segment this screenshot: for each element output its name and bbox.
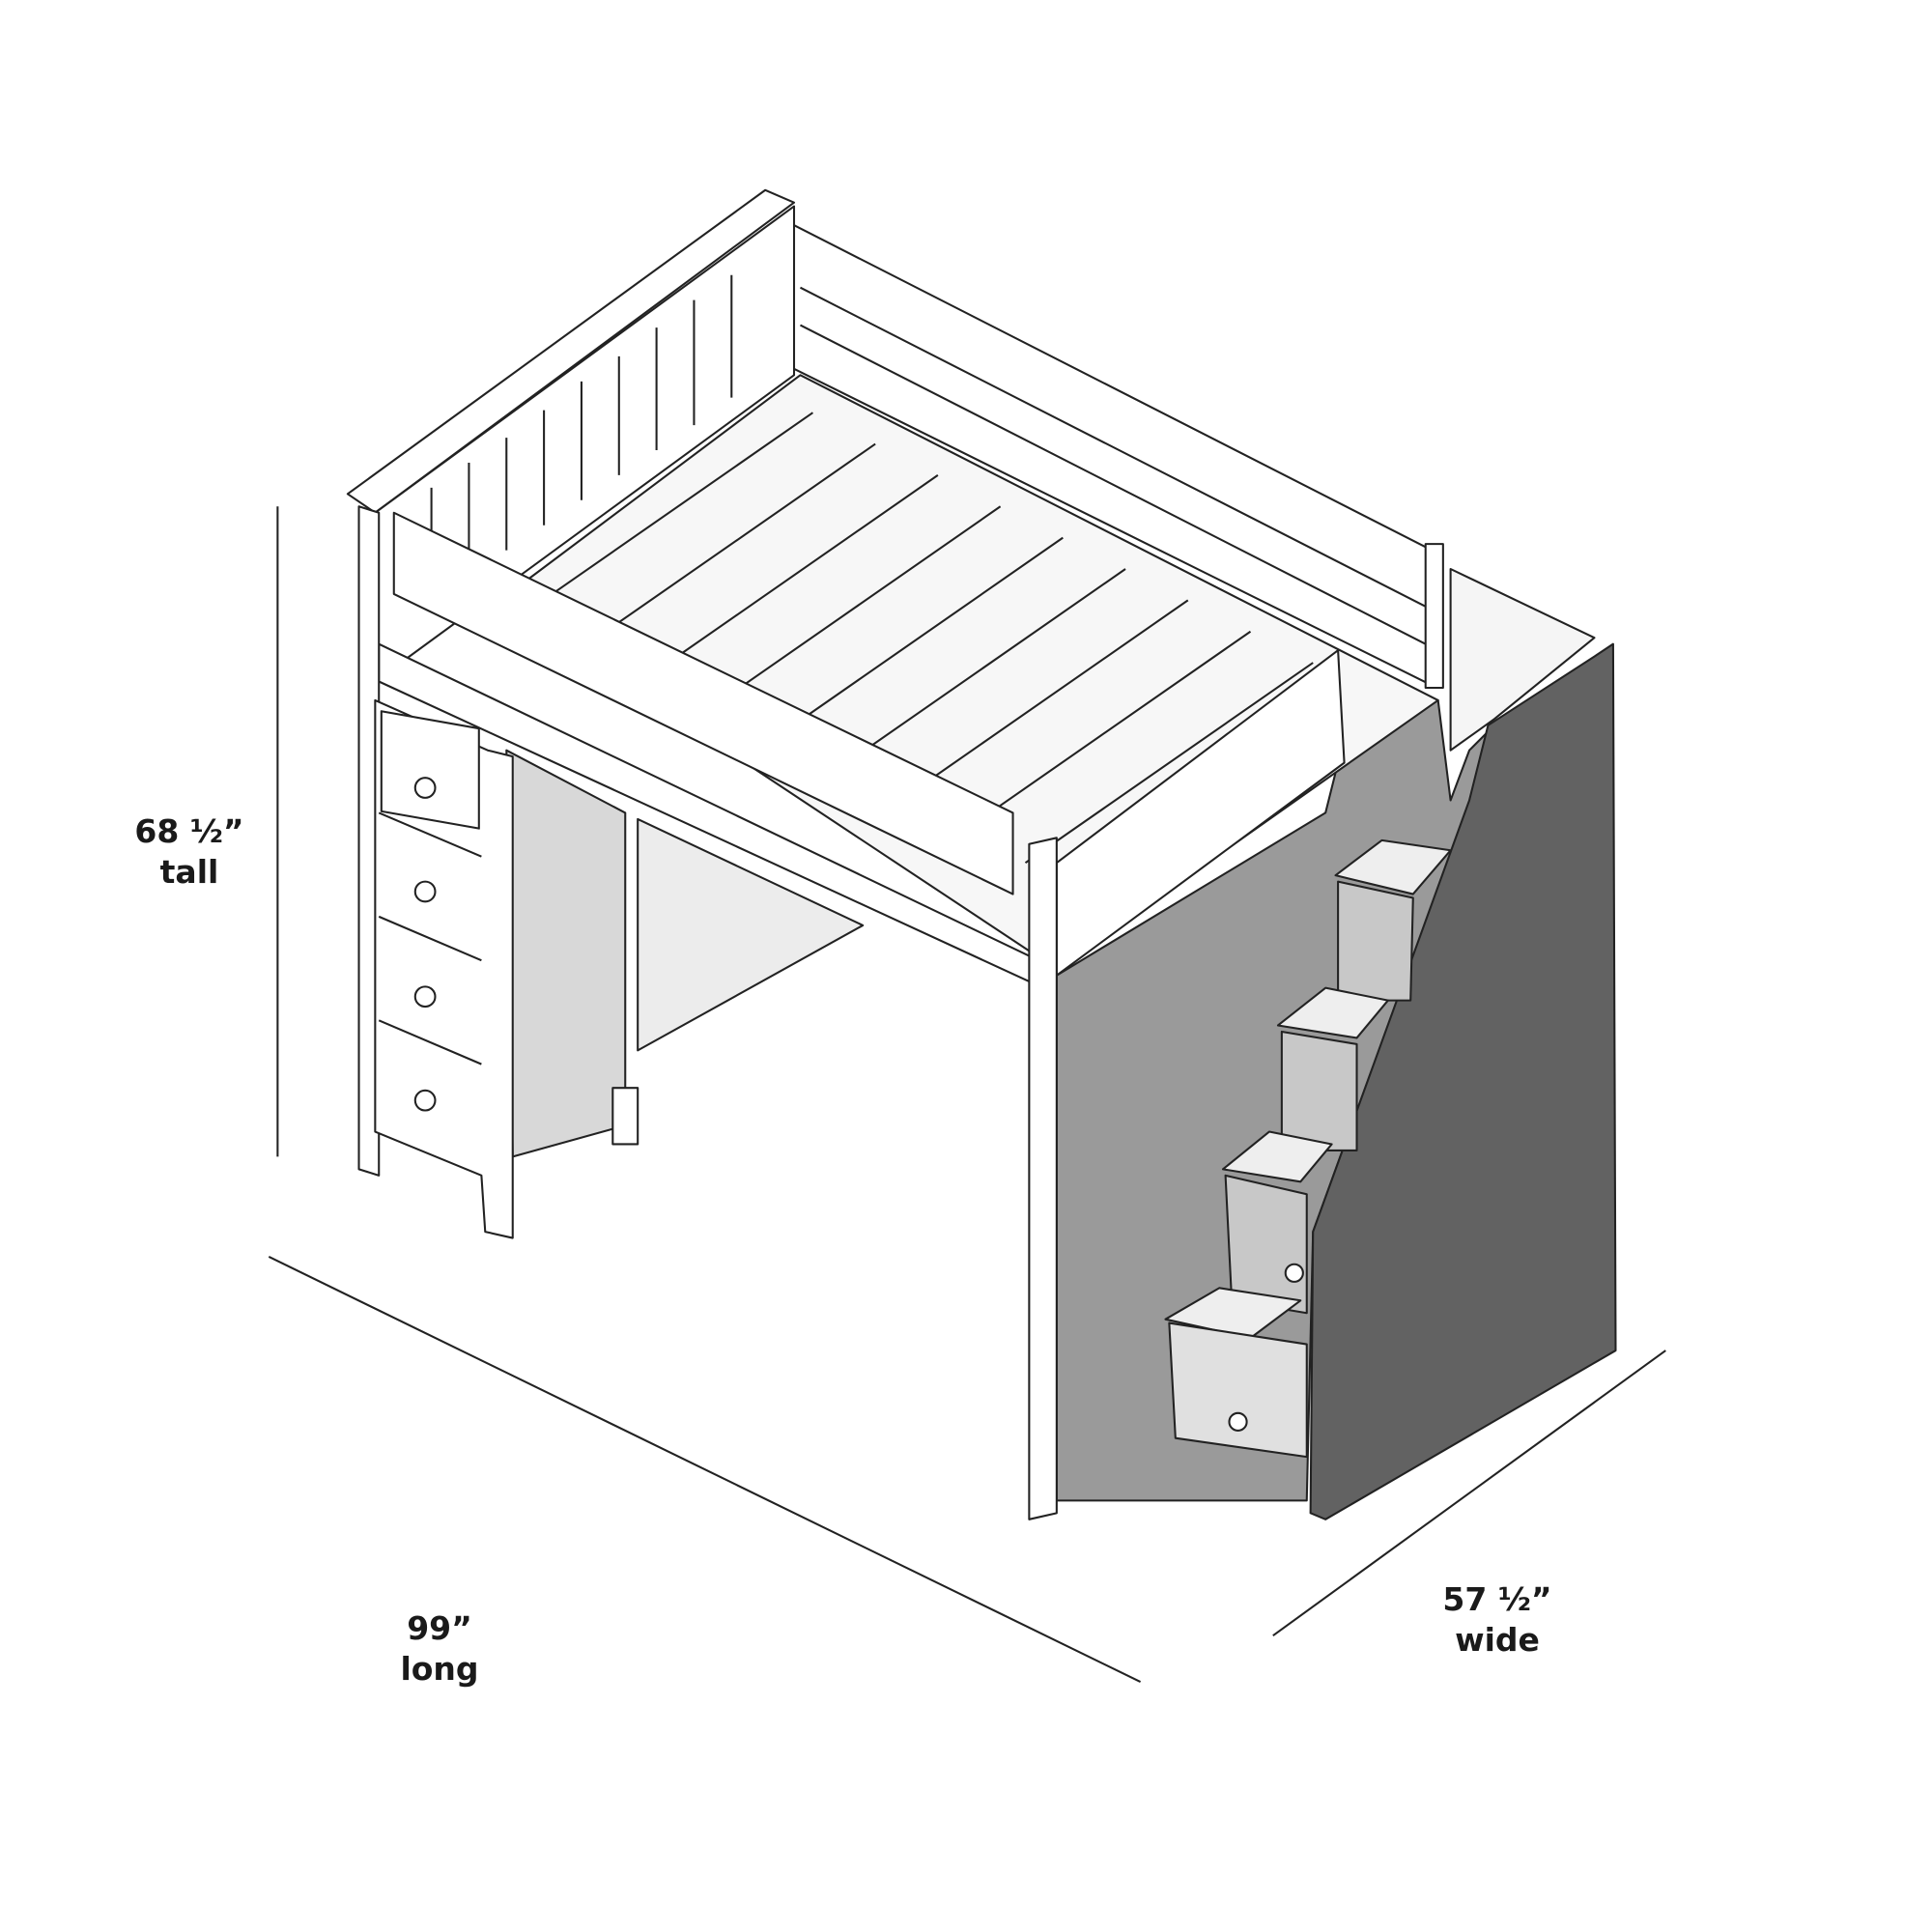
desk-side-panel: [505, 749, 627, 1158]
width-unit-label: wide: [1455, 1621, 1540, 1659]
drawer-knob: [413, 1089, 437, 1112]
drawer-knob: [413, 880, 437, 903]
width-label: 57 ½” wide: [1401, 1579, 1594, 1661]
length-unit-label: long: [400, 1650, 479, 1688]
length-value: 99”: [407, 1609, 472, 1647]
step-4-drawer: [1168, 1321, 1308, 1459]
stair-top-panel: [1449, 567, 1596, 752]
headboard-top-rail: [346, 188, 796, 514]
stair-stringer-panel: [1309, 642, 1617, 1520]
desk-leg: [611, 1087, 639, 1146]
mattress-slats: [525, 412, 1314, 865]
stair-steps: [1164, 838, 1452, 1459]
width-dimension-line: [1272, 1350, 1666, 1637]
step-1-top: [1334, 838, 1452, 895]
step-2-front: [1280, 1030, 1358, 1151]
height-value: 68 ½”: [134, 812, 244, 850]
back-post: [1424, 543, 1444, 690]
step-2-top: [1276, 986, 1389, 1039]
drawer-knob: [413, 985, 437, 1009]
step-3-top: [1221, 1130, 1333, 1183]
head-post: [357, 505, 381, 1177]
desk-shelf: [637, 817, 865, 1052]
height-label: 68 ½” tall: [93, 811, 286, 893]
drawer-knob: [413, 777, 437, 799]
drawer-knob: [1284, 1263, 1304, 1283]
width-value: 57 ½”: [1442, 1580, 1552, 1618]
chest-drawers: [378, 710, 482, 1112]
height-unit-label: tall: [159, 853, 219, 891]
step-1-front: [1337, 880, 1414, 1002]
foot-post: [1028, 837, 1058, 1520]
front-guard-rail: [392, 511, 1014, 895]
length-dimension-line: [268, 1256, 1142, 1684]
drawer-chest: [374, 698, 514, 1239]
length-label: 99” long: [343, 1608, 536, 1690]
drawer-knob: [1228, 1411, 1248, 1432]
